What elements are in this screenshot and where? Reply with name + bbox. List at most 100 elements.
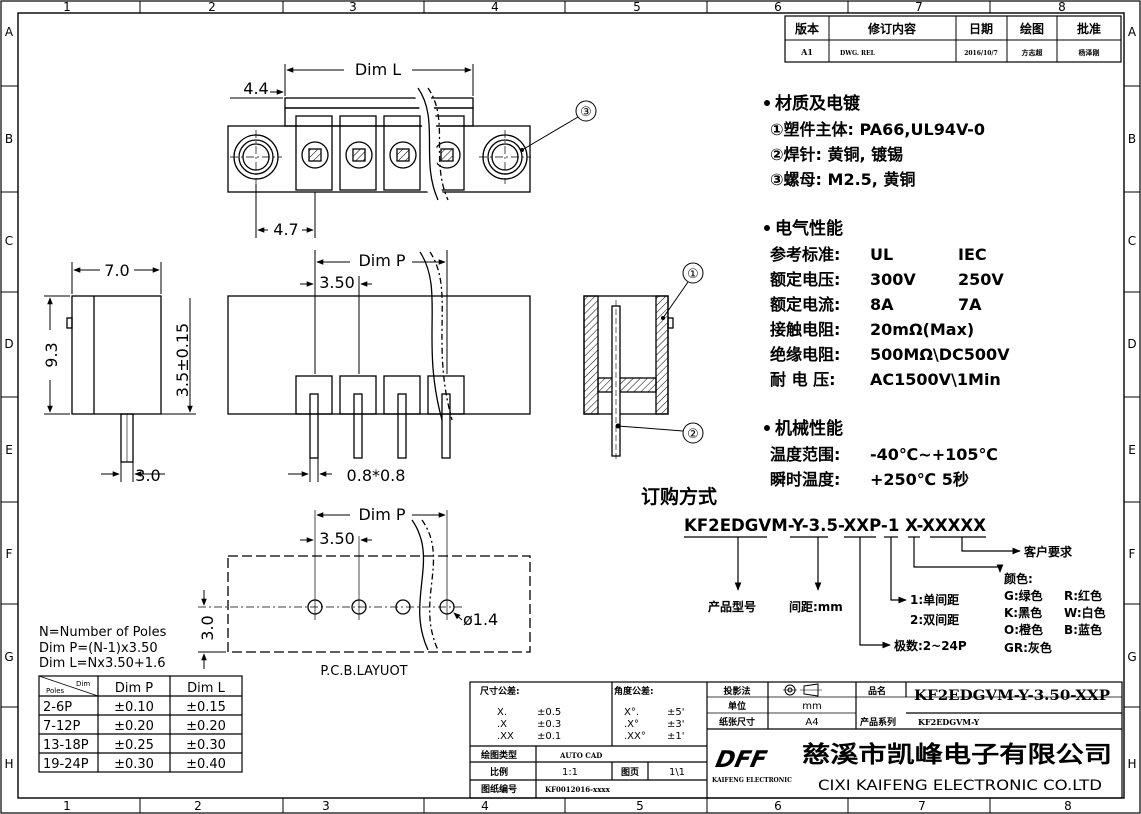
rev-date: 2016/10/7 (964, 50, 998, 57)
col-label: 1 (63, 0, 71, 14)
electric-label: 参考标准: (770, 245, 840, 264)
color-option: W:白色 (1064, 605, 1106, 620)
row-label: H (1127, 757, 1136, 771)
row-label: A (5, 25, 14, 39)
col-label: 3 (349, 0, 357, 14)
row-label: D (1127, 337, 1136, 351)
dim-p-upper-label: Dim P (358, 251, 405, 270)
tol-val: ±0.3 (537, 719, 561, 730)
mech-label: 温度范围: (769, 445, 840, 464)
electric-label: 额定电流: (770, 295, 840, 314)
electric-label: 接触电阻: (770, 320, 840, 339)
draw-type-label: 绘图类型 (481, 749, 517, 761)
dim-4-7-label: 4.7 (273, 220, 298, 239)
revision-table: 版本 修订内容 日期 绘图 批准 A1 DWG. REL 2016/10/7 方… (784, 15, 1122, 63)
dim-7-0-label: 7.0 (104, 261, 129, 280)
unit-label: 单位 (728, 700, 746, 712)
table-cell: ±0.20 (186, 719, 226, 734)
material-line: ①塑件主体: PA66,UL94V-0 (770, 120, 985, 139)
electric-label: 额定电压: (770, 270, 840, 289)
row-label: E (1128, 443, 1136, 457)
rev-header-date: 日期 (969, 21, 993, 36)
table-cell: ±0.30 (114, 757, 154, 772)
tol-key: X. (497, 707, 507, 718)
col-label: 3 (322, 799, 330, 813)
part-name: KF2EDGVM-Y-3.50-XXP (914, 688, 1110, 704)
dim-0-8 (288, 458, 332, 482)
col-label: 8 (1064, 799, 1072, 813)
electric-value: 300V (870, 270, 916, 289)
row-label: B (5, 132, 13, 146)
electric-value: 20mΩ(Max) (870, 320, 974, 339)
table-cell: ±0.40 (186, 757, 226, 772)
ang-key: .XX° (624, 731, 646, 742)
col-label: 1 (63, 799, 71, 813)
rev-header-drawn: 绘图 (1020, 21, 1044, 36)
dwg-no-value: KF0012016-xxxx (545, 785, 611, 794)
ang-val: ±5' (667, 707, 685, 718)
spec-electric: 电气性能 参考标准: UL IEC 额定电压: 300V 250V 额定电流: … (764, 218, 1010, 389)
material-title: 材质及电镀 (775, 93, 861, 114)
row-label: G (4, 650, 13, 664)
electric-value: 7A (958, 295, 982, 314)
tol-key: .XX (497, 731, 514, 742)
customer-label: 客户要求 (1023, 544, 1073, 559)
ang-key: X°. (624, 707, 639, 718)
ordering-title: 订购方式 (641, 485, 717, 508)
front-view-centerlines (230, 130, 531, 184)
spec-material: 材质及电镀 ①塑件主体: PA66,UL94V-0 ②焊针: 黄铜, 镀锡 ③螺… (764, 93, 985, 189)
rev-header-approved: 批准 (1077, 21, 1101, 36)
row-label: A (1128, 25, 1137, 39)
pcb-note: Dim P=(N-1)x3.50 (39, 641, 158, 656)
break-line (406, 84, 453, 653)
col-label: 7 (918, 799, 926, 813)
company-name-en: CIXI KAIFENG ELECTRONIC CO.LTD (818, 778, 1102, 794)
dim-4-4-label: 4.4 (243, 79, 268, 98)
color-title: 颜色: (1004, 571, 1033, 586)
paper-label: 纸张尺寸 (719, 716, 755, 728)
grid-labels: 1 2 3 4 5 6 7 8 1 2 3 4 5 6 7 8 A B C D … (4, 0, 1137, 813)
company-name-cn: 慈溪市凯峰电子有限公司 (802, 741, 1112, 768)
ordering-code-text: KF2EDGVM-Y-3.5-XXP-1 X-XXXXX (684, 516, 986, 536)
rev-drawn: 方志超 (1022, 48, 1044, 57)
dim-p-lower-label: Dim P (358, 505, 405, 524)
pcb-layout (227, 555, 531, 653)
color-option: R:红色 (1064, 588, 1102, 603)
col-label: 7 (915, 0, 923, 14)
dim-3-50-lower-label: 3.50 (319, 529, 355, 548)
color-option: G:绿色 (1004, 588, 1043, 603)
ang-val: ±3' (667, 719, 685, 730)
dim-3-5-label: 3.5±0.15 (173, 323, 192, 397)
scale-label: 比例 (490, 766, 508, 778)
color-option: K:黑色 (1004, 605, 1042, 620)
title-block: 尺寸公差: 角度公差: X. ±0.5 X°. ±5' .X ±0.3 .X° … (469, 681, 1123, 799)
pcb-layout-label: P.C.B.LAYUOT (320, 664, 407, 679)
row-label: D (4, 337, 13, 351)
table-cell: 7-12P (43, 719, 81, 734)
row-label: E (5, 443, 13, 457)
section-view (583, 295, 674, 460)
pcb-centerlines (198, 510, 462, 620)
dim-3-50-upper-label: 3.50 (319, 273, 355, 292)
pitch-type-1: 1:单间距 (910, 592, 959, 607)
table-cell: 19-24P (43, 757, 89, 772)
row-label: B (1128, 132, 1136, 146)
mech-value: +250℃ 5秒 (870, 470, 969, 489)
row-label: H (4, 757, 13, 771)
material-line: ②焊针: 黄铜, 镀锡 (770, 145, 903, 164)
model-label: 产品型号 (708, 599, 756, 614)
dim-diameter-label: ø1.4 (463, 610, 498, 629)
dim-l-label: Dim L (355, 60, 401, 79)
tol-val: ±0.1 (537, 731, 561, 742)
dim-0-8-label: 0.8*0.8 (347, 466, 406, 485)
col-label: 5 (633, 0, 641, 14)
row-label: C (5, 234, 13, 248)
row-label: G (1127, 650, 1136, 664)
table-header-dim: Dim (76, 680, 90, 688)
table-cell: 2-6P (43, 700, 72, 715)
table-header-dim-p: Dim P (115, 681, 153, 696)
dim-p-upper (300, 250, 448, 374)
table-cell: 13-18P (43, 738, 89, 753)
electric-title: 电气性能 (775, 218, 843, 239)
